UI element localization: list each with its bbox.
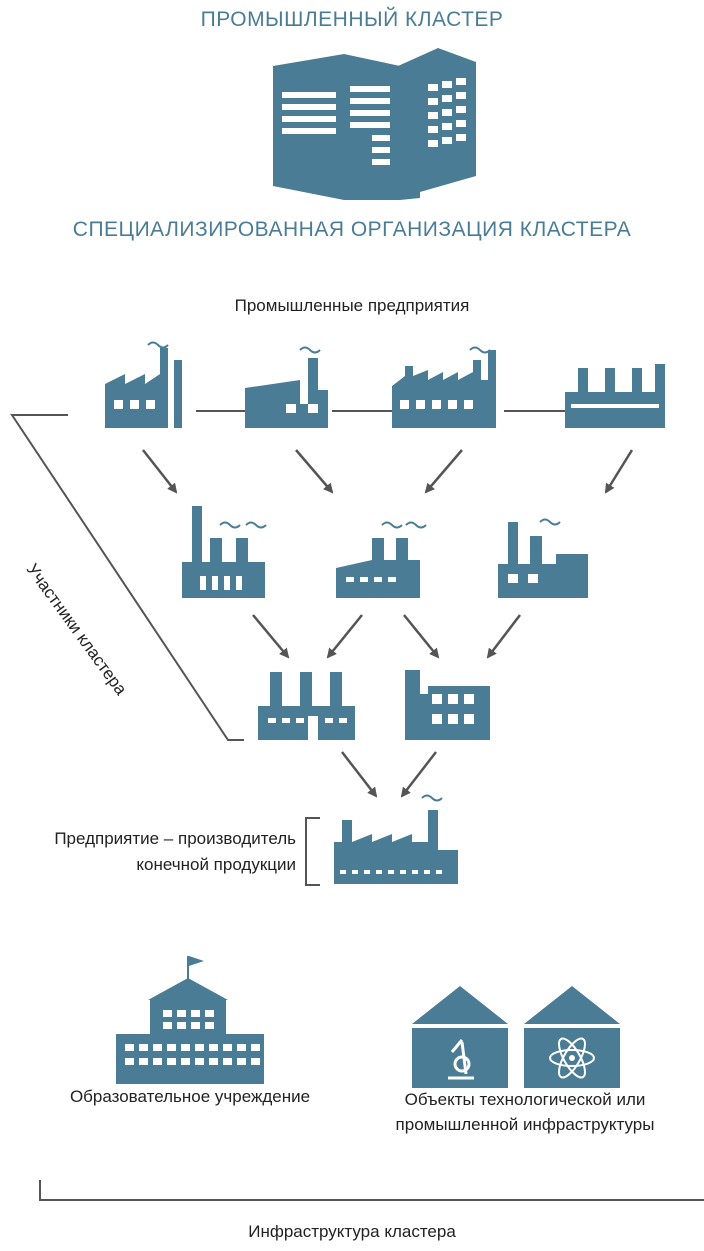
enterprises-label: Промышленные предприятия <box>234 296 470 315</box>
flow-arrows-row2 <box>252 614 521 659</box>
office-building-icon <box>273 48 476 200</box>
factory-icon <box>258 672 355 740</box>
flow-arrows-row1 <box>142 449 634 494</box>
infrastructure-objects-label: Объекты технологической или промышленной… <box>395 1090 655 1134</box>
school-building-icon <box>116 956 264 1084</box>
final-producer-label: Предприятие – производитель конечной про… <box>54 829 296 874</box>
factory-icon <box>498 518 588 598</box>
atom-icon <box>524 986 620 1088</box>
final-producer-bracket <box>305 817 320 886</box>
factory-icon <box>565 364 665 428</box>
members-bracket <box>10 414 244 741</box>
factory-icon <box>245 346 328 428</box>
factory-icon <box>105 341 182 428</box>
infrastructure-bracket <box>39 1180 704 1201</box>
educational-institution-label: Образовательное учреждение <box>69 1087 311 1106</box>
factory-icon <box>182 506 267 598</box>
cluster-infrastructure-label: Инфраструктура кластера <box>248 1222 456 1241</box>
factory-icon <box>334 794 458 884</box>
factory-icon <box>405 670 490 740</box>
factory-icon <box>336 521 427 598</box>
organization-title: СПЕЦИАЛИЗИРОВАННАЯ ОРГАНИЗАЦИЯ КЛАСТЕРА <box>72 218 632 241</box>
cluster-title: ПРОМЫШЛЕННЫЙ КЛАСТЕР <box>200 8 504 31</box>
factory-icon <box>392 346 496 428</box>
microscope-icon <box>412 986 508 1088</box>
flow-arrows-row3 <box>341 751 437 798</box>
